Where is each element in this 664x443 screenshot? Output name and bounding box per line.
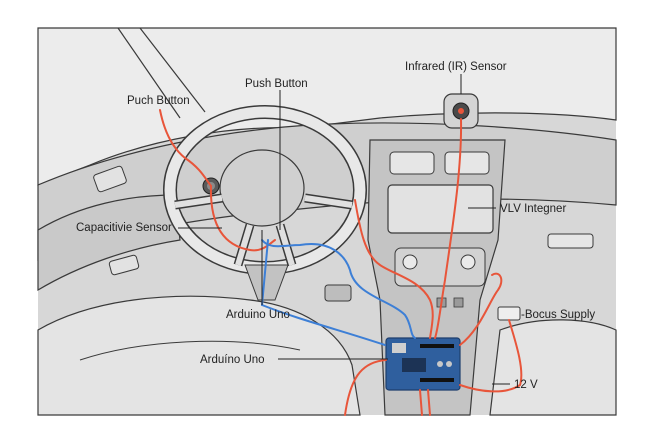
wire-red-left-down [344,359,387,416]
power-connector-icon [497,306,521,321]
door-handle [93,165,127,193]
console-switch-2 [453,297,464,308]
wire-blue-lower [261,304,386,346]
air-vent-left [389,151,435,175]
windshield [37,27,617,186]
wire-red-push-left [159,109,212,187]
wire-red-vlv [354,199,434,339]
wire-red-12v [459,319,523,393]
window-switch [108,254,140,276]
label-push-button-top: Push Button [245,78,308,90]
label-bocus-supply: -Bocus Supply [521,309,595,321]
air-vent-right [444,151,490,175]
steering-column [244,264,289,301]
a-pillar-line [117,27,181,119]
seat-seam [79,340,301,361]
door-panel [37,194,181,292]
label-voltage: 12 V [514,379,538,391]
label-capacitive-sensor: Capacitivie Sensor [76,222,172,234]
wire-red-bottom [419,389,431,416]
climate-knob-right [460,254,476,270]
climate-knob-left [402,254,418,270]
wire-blue-main [261,239,416,339]
arduino-board-icon [385,337,461,391]
passenger-vent [547,233,594,249]
ir-sensor-icon [443,93,479,129]
label-push-button-left: Puch Button [127,95,190,107]
wire-red-ir [434,118,463,339]
driver-seat [37,295,361,416]
wire-red-bocus [459,272,503,346]
label-ir-sensor: Infrared (IR) Sensor [405,61,507,73]
label-vlv-integrator: VLV Integner [500,203,566,215]
wire-blue-column [261,239,269,306]
passenger-seat [489,319,617,416]
label-arduino-uno-center: Arduino Uno [226,309,290,321]
leader-lines [178,74,510,385]
a-pillar-line-2 [139,27,206,113]
wiring [159,109,523,416]
pedal [324,284,352,302]
label-arduino-uno-left: Arduíno Uno [200,354,265,366]
vlv-integrator-unit [387,184,494,234]
